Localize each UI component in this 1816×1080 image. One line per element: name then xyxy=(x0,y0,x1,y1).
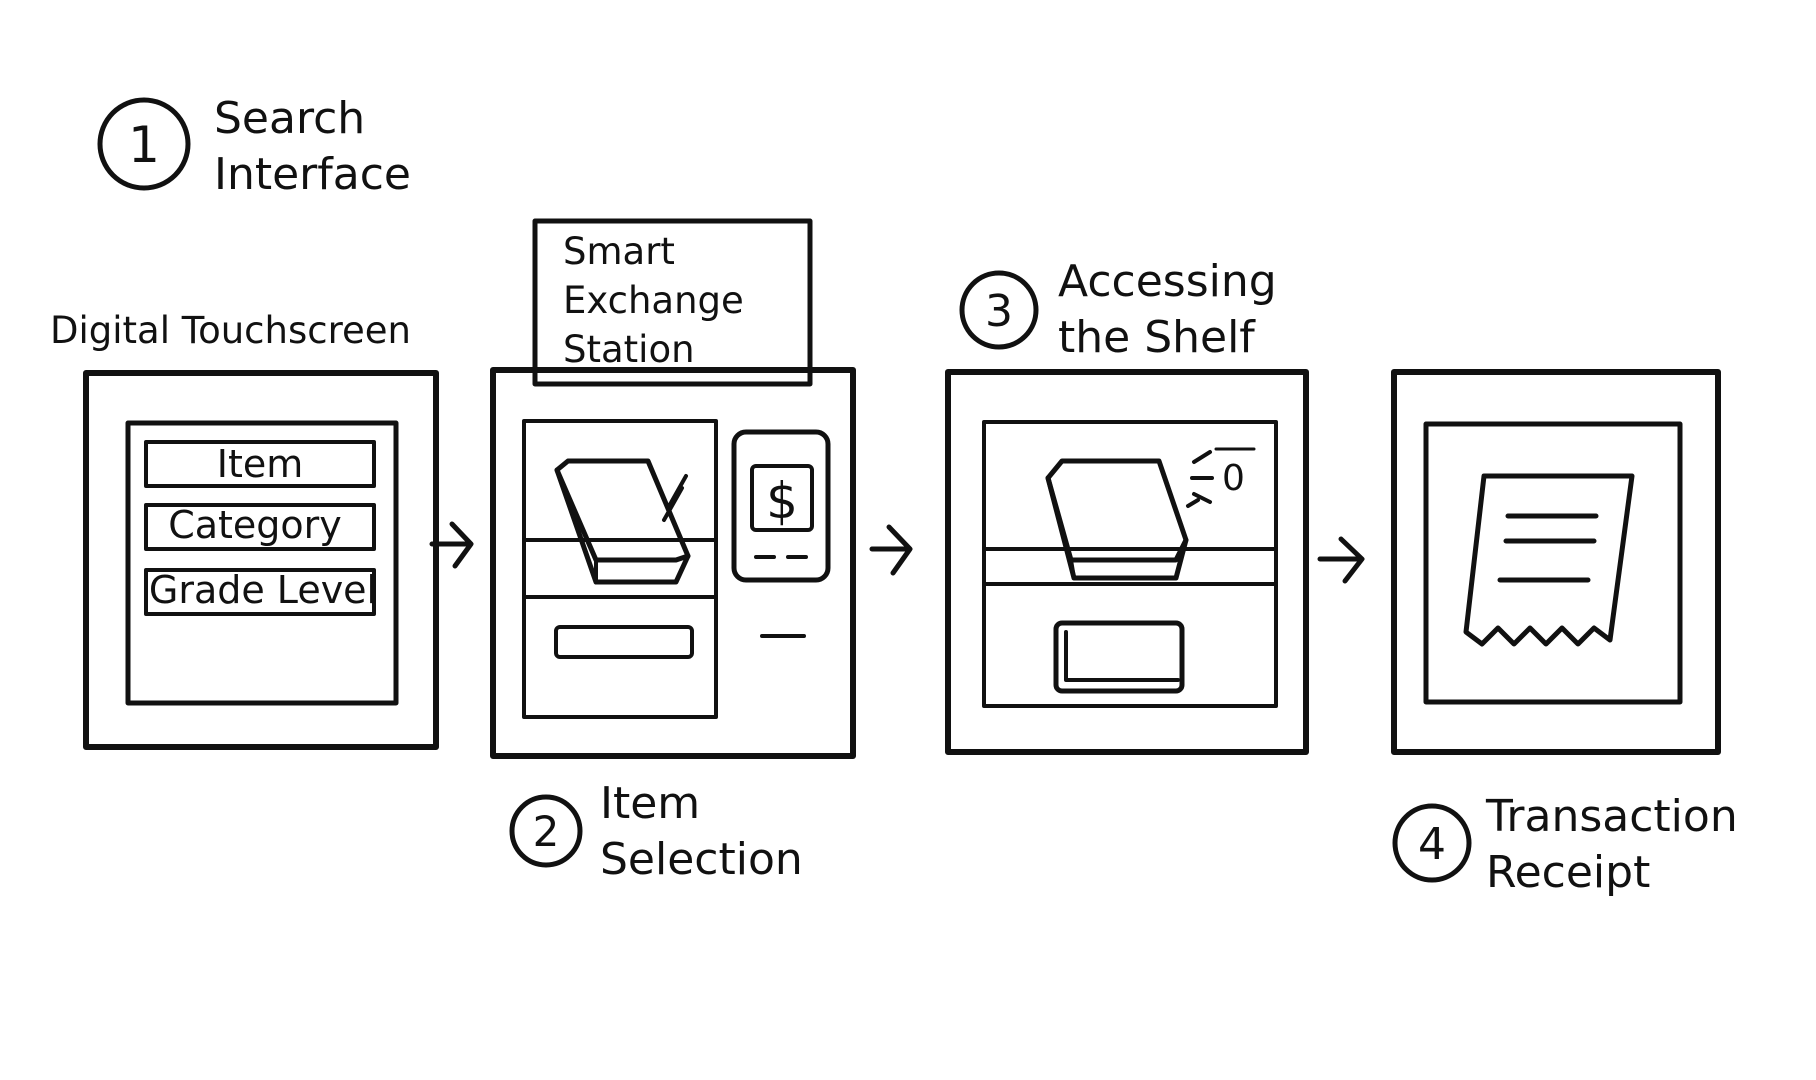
payment-symbol: $ xyxy=(766,472,798,530)
step-4-title-line1: Transaction xyxy=(1485,791,1738,842)
step-4-number: 4 xyxy=(1418,819,1446,870)
step-3-header: 3 Accessing the Shelf xyxy=(959,256,1277,363)
step-2-title-line1: Item xyxy=(600,778,700,829)
station-sign-line2: Exchange xyxy=(563,279,744,322)
step-number-circle-icon xyxy=(1392,803,1472,883)
search-field-grade-level xyxy=(144,568,376,616)
receipt-frame xyxy=(1391,369,1721,755)
step-3-title-line2: the Shelf xyxy=(1058,312,1256,363)
payment-terminal-icon: $ xyxy=(731,429,831,583)
panel-4-receipt xyxy=(1391,369,1721,755)
step-2-header: 2 Item Selection xyxy=(509,778,803,885)
step-1-title-line1: Search xyxy=(214,93,365,144)
station-sign xyxy=(532,218,813,387)
step-1-header: 1 Search Interface xyxy=(97,93,411,200)
station-sign-line1: Smart xyxy=(563,230,675,273)
book-icon xyxy=(554,458,691,585)
search-field-category-label: Category xyxy=(168,503,342,547)
station-sign-line3: Station xyxy=(563,328,695,371)
step-1-number: 1 xyxy=(128,116,160,174)
step-4-title-line2: Receipt xyxy=(1486,847,1650,898)
step-4-header: 4 Transaction Receipt xyxy=(1392,791,1738,898)
flow-arrow-icon xyxy=(1317,536,1365,584)
motion-mark: 0 xyxy=(1222,458,1245,499)
step-1-title-line2: Interface xyxy=(214,149,411,200)
search-field-category xyxy=(144,503,376,551)
step-number-circle-icon xyxy=(959,270,1039,350)
retrieval-tray xyxy=(1053,620,1185,694)
search-field-item xyxy=(144,440,376,488)
receipt-icon xyxy=(1463,473,1635,647)
panel-1-touchscreen: Digital Touchscreen Item Category Grade … xyxy=(50,309,439,750)
receipt-display xyxy=(1423,421,1683,705)
touchscreen-frame xyxy=(83,370,439,750)
search-field-item-label: Item xyxy=(217,442,304,486)
step-3-number: 3 xyxy=(985,286,1013,337)
panel-3-shelf: 0 xyxy=(945,369,1309,755)
step-number-circle-icon xyxy=(97,97,191,191)
motion-lines-icon: 0 xyxy=(1186,447,1256,508)
touchscreen-display xyxy=(125,420,399,706)
shelf-frame xyxy=(945,369,1309,755)
step-number-circle-icon xyxy=(509,794,583,868)
flow-arrow-icon xyxy=(869,524,913,576)
step-3-title-line1: Accessing xyxy=(1058,256,1277,307)
item-dispense-slot xyxy=(554,625,694,659)
shelf-compartment xyxy=(982,420,1278,708)
item-display-cabinet xyxy=(522,419,718,719)
step-2-title-line2: Selection xyxy=(600,834,803,885)
station-body xyxy=(490,367,856,759)
search-field-grade-level-label: Grade Level xyxy=(149,568,377,612)
panel-2-exchange-station: Smart Exchange Station $ xyxy=(490,218,856,759)
touchscreen-caption: Digital Touchscreen xyxy=(50,309,411,352)
step-2-number: 2 xyxy=(533,807,560,856)
book-icon xyxy=(1045,458,1189,581)
flow-arrow-icon xyxy=(429,521,474,569)
